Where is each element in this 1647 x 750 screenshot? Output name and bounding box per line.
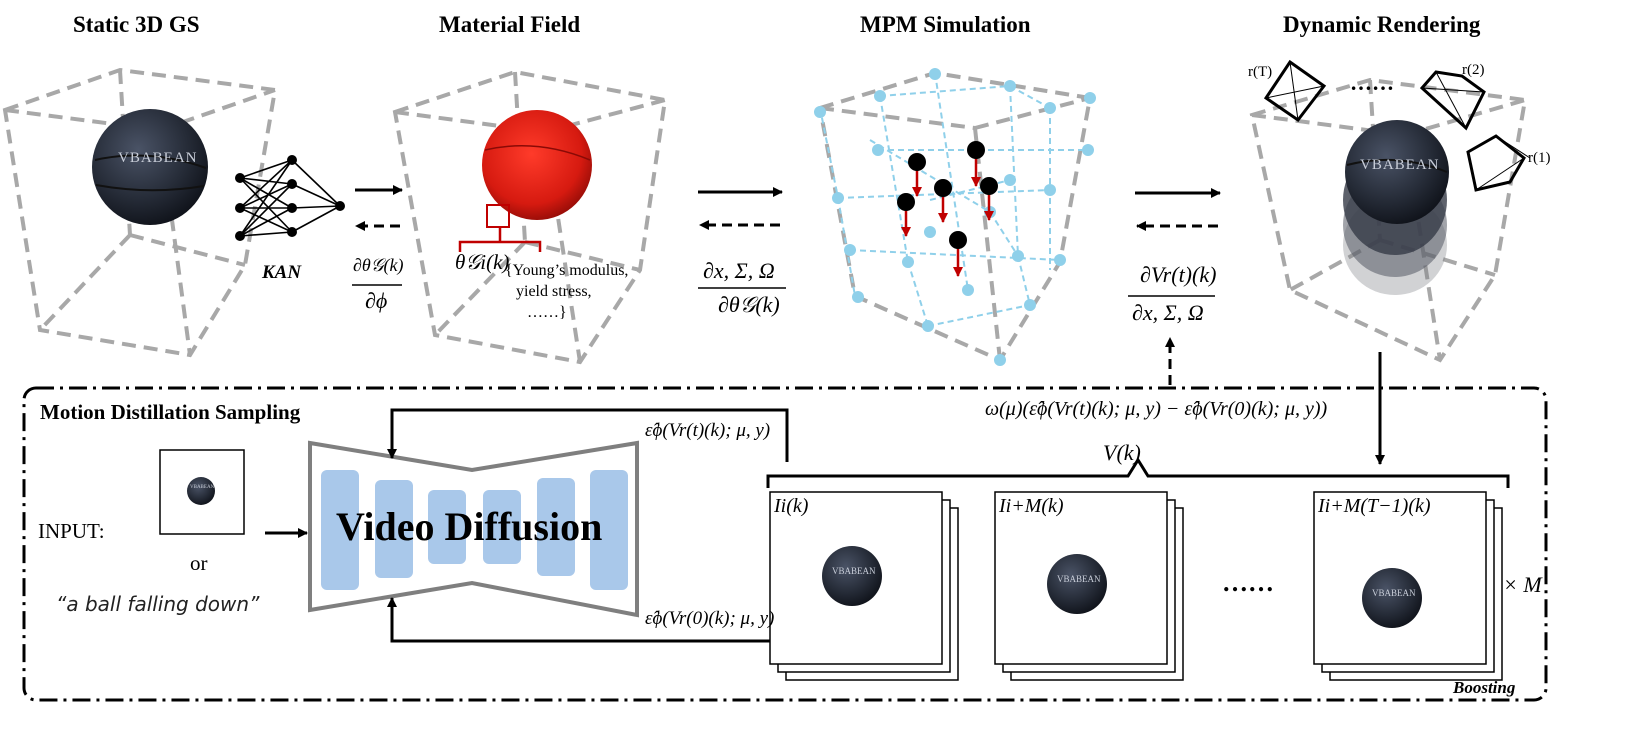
stage-title-dynamic-rendering: Dynamic Rendering bbox=[1283, 12, 1481, 37]
frame-ball-text-2: VBABEAN bbox=[1057, 574, 1101, 584]
grad-v-num: ∂Vr(t)(k) bbox=[1140, 262, 1217, 287]
camera-label-r1: r(1) bbox=[1528, 150, 1551, 166]
material-prop-2: yield stress, bbox=[516, 283, 592, 300]
mpm-cube bbox=[817, 70, 1093, 363]
or-label: or bbox=[190, 551, 208, 575]
camera-rT bbox=[1263, 59, 1327, 123]
theta-label: θ𝒢i(k) bbox=[455, 250, 510, 274]
stage-title-material-field: Material Field bbox=[439, 12, 581, 37]
material-bracket bbox=[458, 228, 542, 252]
mds-box bbox=[22, 386, 1548, 702]
frame-label-3: Ii+M(T−1)(k) bbox=[1318, 495, 1431, 517]
grad-v-den: ∂x, Σ, Ω bbox=[1132, 300, 1204, 325]
top-feedback-arrow bbox=[387, 408, 789, 462]
frame-ball-text-1: VBABEAN bbox=[832, 566, 876, 576]
camera-label-r2: r(2) bbox=[1462, 62, 1485, 78]
input-label: INPUT: bbox=[38, 519, 105, 543]
grad-theta-phi-den: ∂ϕ bbox=[365, 288, 388, 313]
v-label: V(k) bbox=[1103, 440, 1141, 465]
camera-r2 bbox=[1419, 70, 1486, 131]
red-material-ball bbox=[482, 110, 592, 228]
times-m: × M bbox=[1503, 572, 1542, 597]
input-ball bbox=[187, 477, 215, 505]
static-gs-cube bbox=[2, 67, 278, 358]
frame-ball-2 bbox=[1047, 554, 1107, 614]
frame-ball-3 bbox=[1362, 568, 1422, 628]
material-prop-3: ……} bbox=[527, 304, 567, 321]
eps-bottom: ε̂ϕ(Vr(0)(k); μ, y) bbox=[645, 608, 775, 629]
v-brace bbox=[766, 457, 1510, 488]
kan-network bbox=[235, 155, 345, 241]
falling-ball-trail bbox=[1343, 120, 1449, 295]
diffusion-layers bbox=[321, 470, 628, 590]
frame-stack-1 bbox=[769, 491, 959, 681]
eps-top: ε̂ϕ(Vr(t)(k); μ, y) bbox=[645, 420, 771, 441]
frame-label-1: Ii(k) bbox=[774, 495, 809, 517]
kan-label: KAN bbox=[262, 262, 302, 283]
grad-x-num: ∂x, Σ, Ω bbox=[703, 258, 775, 283]
mpm-grid-nodes bbox=[814, 68, 1096, 366]
camera-dots: …… bbox=[1350, 70, 1394, 95]
grad-theta-phi-num: ∂θ𝒢(k) bbox=[353, 255, 404, 275]
ball-text-4: VBABEAN bbox=[1360, 157, 1440, 173]
input-ball-text: VBABEAN bbox=[190, 485, 215, 490]
frames-dots: …… bbox=[1222, 568, 1274, 597]
stage-title-mpm: MPM Simulation bbox=[860, 12, 1031, 37]
text-prompt: “a ball falling down” bbox=[56, 592, 260, 616]
video-diffusion-label: Video Diffusion bbox=[336, 504, 603, 549]
frame-ball-1 bbox=[822, 546, 882, 606]
frame-ball-text-3: VBABEAN bbox=[1372, 588, 1416, 598]
material-prop-1: {Young’s modulus, bbox=[505, 262, 629, 279]
ball-text-1: VBABEAN bbox=[118, 150, 198, 166]
camera-r1 bbox=[1466, 134, 1531, 192]
grad-x-den: ∂θ𝒢(k) bbox=[718, 292, 780, 317]
stage-title-static-gs: Static 3D GS bbox=[73, 12, 200, 37]
mpm-particles bbox=[897, 141, 998, 277]
mds-title: Motion Distillation Sampling bbox=[40, 400, 301, 424]
frame-label-2: Ii+M(k) bbox=[999, 495, 1064, 517]
camera-label-rT: r(T) bbox=[1248, 64, 1273, 80]
bottom-feedback-arrow bbox=[387, 597, 775, 643]
weight-expression: ω(μ)(ε̂ϕ(Vr(t)(k); μ, y) − ε̂ϕ(Vr(0)(k);… bbox=[985, 398, 1328, 420]
basketball-ball bbox=[92, 109, 208, 225]
boosting-label: Boosting bbox=[1453, 678, 1516, 697]
